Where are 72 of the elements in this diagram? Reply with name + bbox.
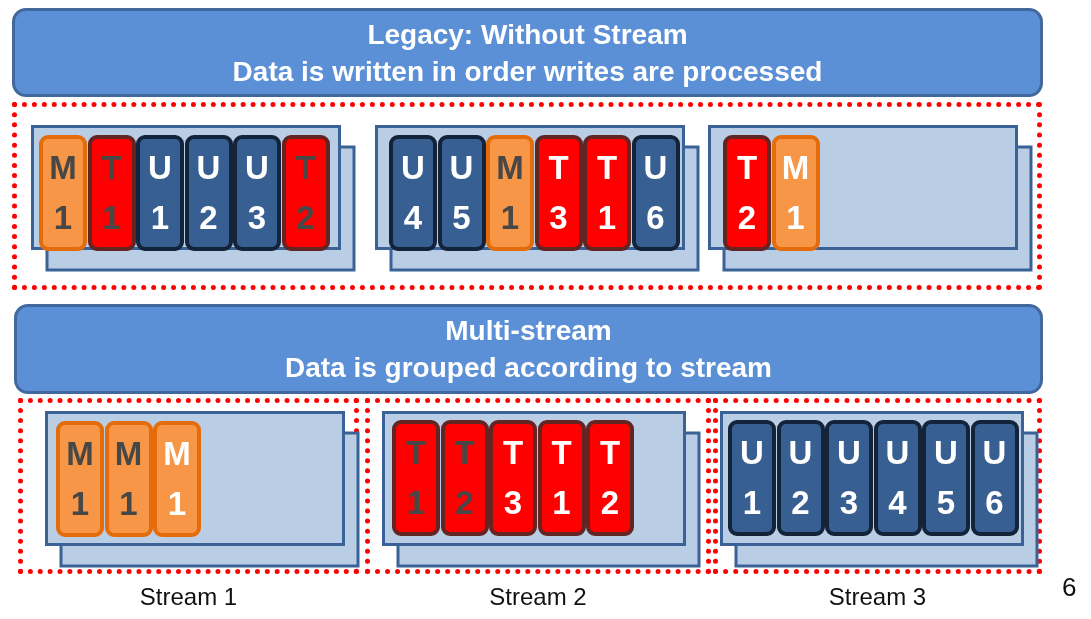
storage-block xyxy=(825,420,873,536)
storage-block xyxy=(437,135,486,251)
stream-label: Stream 2 xyxy=(488,583,588,611)
banner-text: Data is grouped according to stream xyxy=(284,351,773,385)
storage-block xyxy=(922,420,970,536)
storage-block xyxy=(392,420,440,536)
stream-label: Stream 3 xyxy=(827,583,928,611)
block-label: T 2 xyxy=(598,433,622,523)
storage-block xyxy=(56,421,104,537)
erase-block-drawing xyxy=(708,125,1034,273)
storage-block xyxy=(104,421,153,537)
storage-block xyxy=(281,135,330,251)
storage-block xyxy=(136,135,184,251)
dotted-region xyxy=(12,102,1042,290)
storage-block xyxy=(728,420,776,536)
block-label: T 2 xyxy=(294,148,317,238)
storage-block xyxy=(233,135,281,251)
storage-block xyxy=(771,135,820,251)
block-label: U 3 xyxy=(244,148,270,238)
block-label: T 2 xyxy=(453,433,476,523)
storage-block xyxy=(583,135,631,251)
storage-block xyxy=(440,420,489,536)
block-label: M 1 xyxy=(780,148,811,238)
banner-text: Multi-stream xyxy=(444,314,613,348)
block-label: U 3 xyxy=(836,433,862,523)
page-number: 6 xyxy=(1062,572,1077,603)
storage-block xyxy=(723,135,771,251)
storage-block xyxy=(486,135,534,251)
storage-block xyxy=(873,420,922,536)
storage-block xyxy=(389,135,437,251)
block-label: M 1 xyxy=(48,148,78,238)
storage-block xyxy=(489,420,537,536)
block-label: T 3 xyxy=(547,148,570,238)
storage-block xyxy=(534,135,583,251)
block-label: M 1 xyxy=(162,434,192,524)
block-label: M 1 xyxy=(495,148,525,238)
storage-block xyxy=(586,420,634,536)
header-banner xyxy=(12,8,1043,97)
block-label: U 1 xyxy=(739,433,765,523)
banner-text: Data is written in order writes are processed xyxy=(231,54,824,89)
storage-block xyxy=(631,135,680,251)
storage-block xyxy=(184,135,233,251)
block-label: U 5 xyxy=(933,433,959,523)
block-label: T 1 xyxy=(550,433,573,523)
block-label: U 2 xyxy=(787,433,814,523)
storage-block xyxy=(970,420,1019,536)
block-label: M 1 xyxy=(113,434,144,524)
block-label: M 1 xyxy=(65,434,95,524)
erase-block-drawing xyxy=(31,125,357,273)
block-label: U 2 xyxy=(195,148,222,238)
banner-text: Legacy: Without Stream xyxy=(366,17,689,52)
erase-block-drawing xyxy=(45,411,361,569)
storage-block xyxy=(39,135,87,251)
block-label: U 6 xyxy=(981,433,1008,523)
storage-block xyxy=(153,421,201,537)
block-label: U 6 xyxy=(642,148,669,238)
block-label: U 4 xyxy=(884,433,911,523)
stream-label: Stream 1 xyxy=(138,583,239,611)
storage-block xyxy=(537,420,586,536)
block-label: U 1 xyxy=(147,148,173,238)
block-label: T 1 xyxy=(100,148,123,238)
block-label: T 1 xyxy=(595,148,619,238)
storage-block xyxy=(776,420,825,536)
block-label: T 2 xyxy=(735,148,759,238)
block-label: U 5 xyxy=(448,148,475,238)
erase-block-drawing xyxy=(382,411,702,569)
header-banner xyxy=(14,304,1043,394)
block-label: T 3 xyxy=(501,433,525,523)
block-label: T 1 xyxy=(404,433,428,523)
block-label: U 4 xyxy=(400,148,426,238)
storage-block xyxy=(87,135,136,251)
erase-block-drawing xyxy=(375,125,701,273)
